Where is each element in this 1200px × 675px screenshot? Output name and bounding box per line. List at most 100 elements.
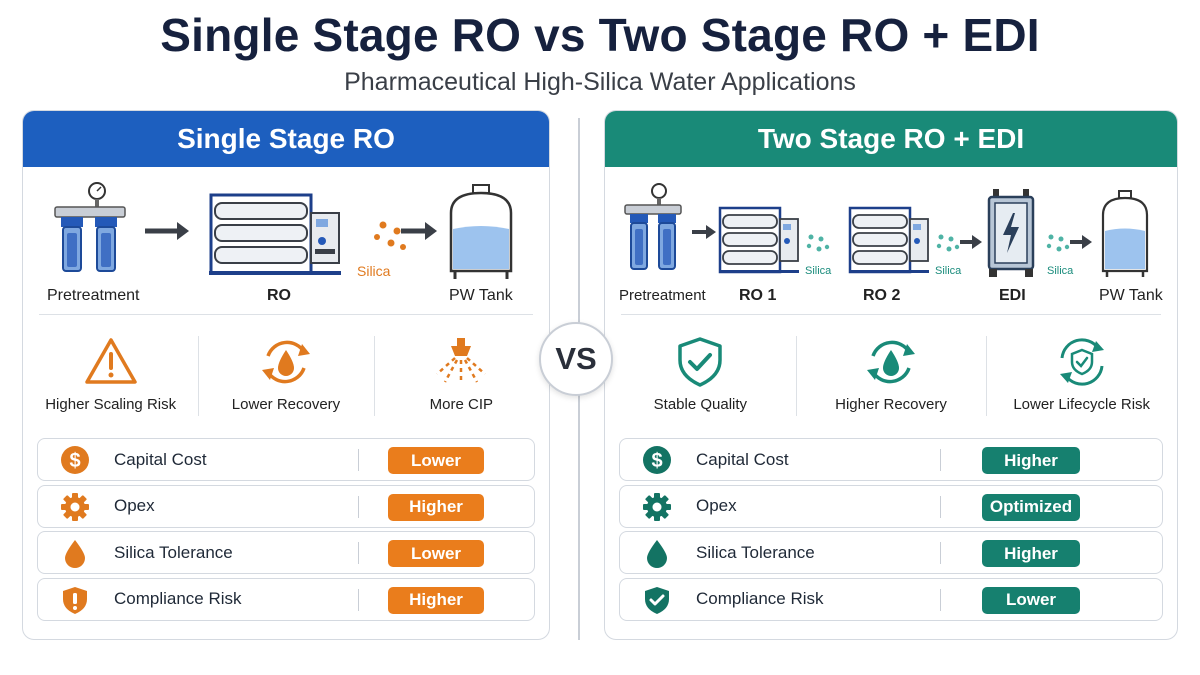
comparison-row: Opex Optimized bbox=[619, 484, 1163, 528]
value-badge: Optimized bbox=[982, 493, 1080, 521]
row-separator bbox=[358, 588, 359, 611]
value-badge: Higher bbox=[982, 540, 1080, 567]
row-label: Compliance Risk bbox=[696, 589, 824, 608]
cycle-shield-icon bbox=[1059, 338, 1104, 386]
comparison-row: Silica Tolerance Higher bbox=[619, 531, 1163, 574]
row-label: Capital Cost bbox=[114, 449, 207, 469]
dollar-icon: $ bbox=[61, 446, 89, 474]
gear-icon bbox=[643, 492, 671, 521]
alert-shield-icon bbox=[63, 586, 87, 614]
pw-tank-label: PW Tank bbox=[449, 287, 513, 304]
comparison-row: Compliance Risk Lower bbox=[619, 577, 1163, 621]
row-separator bbox=[358, 542, 359, 564]
ro2-skid-icon bbox=[848, 206, 929, 274]
ro-skid-icon bbox=[209, 193, 341, 275]
comparison-row: $ Capital Cost Higher bbox=[619, 438, 1163, 481]
two-stage-flow: Pretreatment RO 1 Silica bbox=[605, 171, 1177, 306]
benefit-label: Lower Recovery bbox=[231, 396, 341, 413]
pw-tank-icon bbox=[449, 184, 513, 279]
ro-label: RO bbox=[267, 287, 291, 304]
recycle-drop-icon bbox=[867, 340, 915, 384]
gear-icon bbox=[61, 492, 89, 521]
two-stage-benefits: Stable Quality Higher Recovery Lower Lif… bbox=[605, 326, 1177, 426]
value-badge: Higher bbox=[388, 586, 484, 614]
recycle-drop-icon bbox=[261, 340, 310, 384]
svg-text:$: $ bbox=[651, 450, 662, 472]
benefit-item: Higher Recovery bbox=[795, 326, 987, 426]
benefit-label: Lower Lifecycle Risk bbox=[1013, 396, 1151, 413]
value-badge: Lower bbox=[982, 586, 1080, 614]
benefit-item: More CIP bbox=[373, 326, 549, 426]
comparison-row: $ Capital Cost Lower bbox=[37, 438, 535, 481]
row-separator bbox=[358, 495, 359, 518]
ro1-skid-icon bbox=[718, 206, 799, 274]
benefit-item: Lower Recovery bbox=[198, 326, 373, 426]
silica-label: Silica bbox=[805, 265, 832, 277]
silica-particles-icon bbox=[374, 221, 406, 250]
row-separator bbox=[940, 495, 941, 518]
section-separator bbox=[39, 314, 533, 315]
row-label: Silica Tolerance bbox=[114, 542, 233, 562]
pretreatment-filter-icon bbox=[624, 183, 682, 270]
arrow-right-icon bbox=[401, 222, 437, 240]
comparison-row: Silica Tolerance Lower bbox=[37, 531, 535, 574]
row-label: Capital Cost bbox=[696, 449, 789, 469]
silica-particles-icon bbox=[806, 234, 830, 252]
drop-icon bbox=[647, 540, 667, 568]
row-separator bbox=[940, 542, 941, 564]
silica-particles-icon bbox=[1046, 234, 1070, 252]
arrow-right-icon bbox=[1070, 235, 1092, 249]
pretreatment-label: Pretreatment bbox=[619, 287, 706, 304]
value-badge: Higher bbox=[388, 493, 484, 521]
single-stage-benefits: Higher Scaling Risk Lower Recovery bbox=[23, 326, 549, 426]
two-stage-panel: Two Stage RO + EDI Pretreatment bbox=[604, 110, 1178, 640]
svg-text:$: $ bbox=[69, 450, 80, 472]
comparison-row: Compliance Risk Higher bbox=[37, 577, 535, 621]
value-badge: Lower bbox=[388, 447, 484, 474]
single-stage-panel: Single Stage RO Pretreatment bbox=[22, 110, 550, 640]
pretreatment-label: Pretreatment bbox=[47, 287, 140, 304]
row-label: Opex bbox=[114, 496, 155, 515]
row-label: Compliance Risk bbox=[114, 589, 242, 608]
row-separator bbox=[940, 588, 941, 611]
pw-tank-label: PW Tank bbox=[1099, 287, 1163, 304]
benefit-label: Higher Recovery bbox=[835, 396, 947, 413]
benefit-item: Higher Scaling Risk bbox=[23, 326, 198, 426]
two-stage-comparison-rows: $ Capital Cost Higher Opex Optimized bbox=[619, 438, 1163, 624]
edi-label: EDI bbox=[999, 287, 1026, 304]
arrow-right-icon bbox=[692, 225, 716, 239]
two-stage-heading: Two Stage RO + EDI bbox=[605, 111, 1177, 167]
shield-check-icon bbox=[678, 337, 723, 387]
dollar-icon: $ bbox=[643, 446, 671, 474]
silica-label: Silica bbox=[1047, 265, 1074, 277]
drop-icon bbox=[65, 540, 85, 568]
benefit-item: Stable Quality bbox=[605, 326, 796, 426]
silica-particles-icon bbox=[936, 234, 960, 252]
pw-tank-icon bbox=[1101, 190, 1149, 277]
row-separator bbox=[940, 449, 941, 471]
silica-label: Silica bbox=[935, 265, 962, 277]
comparison-row: Opex Higher bbox=[37, 484, 535, 528]
arrow-right-icon bbox=[960, 235, 982, 249]
warning-icon bbox=[84, 338, 137, 384]
vs-badge: VS bbox=[539, 322, 613, 396]
benefit-label: Higher Scaling Risk bbox=[45, 396, 177, 413]
single-stage-heading: Single Stage RO bbox=[23, 111, 549, 167]
ro1-label: RO 1 bbox=[739, 287, 777, 304]
page-title: Single Stage RO vs Two Stage RO + EDI bbox=[160, 9, 1040, 61]
section-separator bbox=[621, 314, 1161, 315]
benefit-label: More CIP bbox=[429, 396, 493, 413]
pretreatment-filter-icon bbox=[54, 182, 126, 272]
arrow-right-icon bbox=[145, 222, 189, 240]
value-badge: Higher bbox=[982, 447, 1080, 474]
spray-nozzle-icon bbox=[436, 338, 487, 384]
benefit-item: Lower Lifecycle Risk bbox=[986, 326, 1177, 426]
single-stage-flow: Pretreatment RO Silica bbox=[23, 171, 549, 306]
row-separator bbox=[358, 449, 359, 471]
silica-label: Silica bbox=[357, 263, 391, 279]
single-stage-comparison-rows: $ Capital Cost Lower Opex Higher bbox=[37, 438, 535, 624]
row-label: Silica Tolerance bbox=[696, 542, 815, 562]
value-badge: Lower bbox=[388, 540, 484, 567]
ro2-label: RO 2 bbox=[863, 287, 901, 304]
page-subtitle: Pharmaceutical High-Silica Water Applica… bbox=[344, 68, 856, 96]
